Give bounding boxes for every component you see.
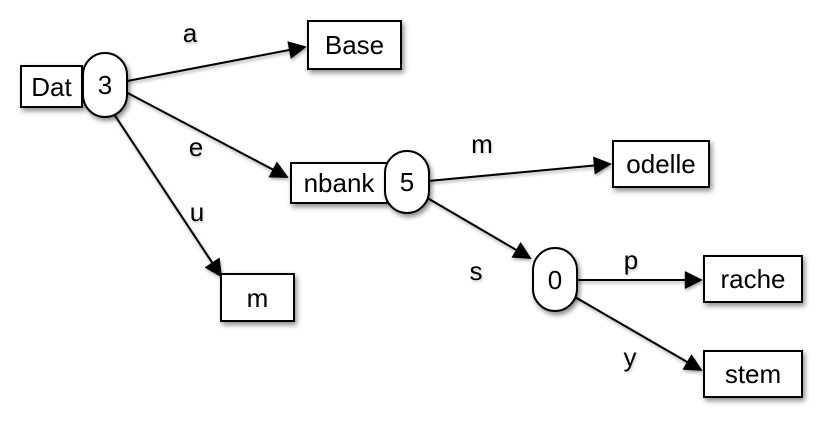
node-nbank-box: nbank xyxy=(290,162,388,204)
edge-s-line xyxy=(423,195,532,259)
edge-m-line xyxy=(427,156,612,182)
node-dat-count-oval: 3 xyxy=(82,52,128,118)
node-zero-count: 0 xyxy=(547,264,563,295)
node-dat-label: Dat xyxy=(31,71,72,102)
node-base-label: Base xyxy=(324,30,385,60)
edge-y-line xyxy=(567,292,703,371)
node-dat-count: 3 xyxy=(97,70,113,100)
edge-u-label: u xyxy=(189,197,205,227)
edge-a-line xyxy=(121,41,307,83)
edge-a-label: a xyxy=(182,18,198,48)
node-nbank-label: nbank xyxy=(303,168,375,198)
node-rache-label: rache xyxy=(720,264,786,294)
node-rache-box: rache xyxy=(703,255,803,303)
node-m-label: m xyxy=(246,282,269,313)
node-odelle-box: odelle xyxy=(612,140,710,188)
node-stem-label: stem xyxy=(724,359,782,389)
node-odelle-label: odelle xyxy=(626,149,696,179)
edge-u-line xyxy=(107,104,222,278)
edge-e-line xyxy=(121,89,289,178)
node-zero-oval: 0 xyxy=(532,247,578,312)
edge-p-label: p xyxy=(623,245,639,275)
node-nbank-count-oval: 5 xyxy=(384,150,430,214)
edge-e-label: e xyxy=(188,132,204,162)
edge-m-label: m xyxy=(471,129,493,159)
edge-y-label: y xyxy=(623,342,637,372)
node-base-box: Base xyxy=(307,20,402,70)
node-m-box: m xyxy=(220,273,295,322)
node-stem-box: stem xyxy=(703,350,803,398)
node-dat-box: Dat xyxy=(20,65,83,108)
edge-s-label: s xyxy=(469,256,483,286)
node-nbank-count: 5 xyxy=(399,167,415,197)
